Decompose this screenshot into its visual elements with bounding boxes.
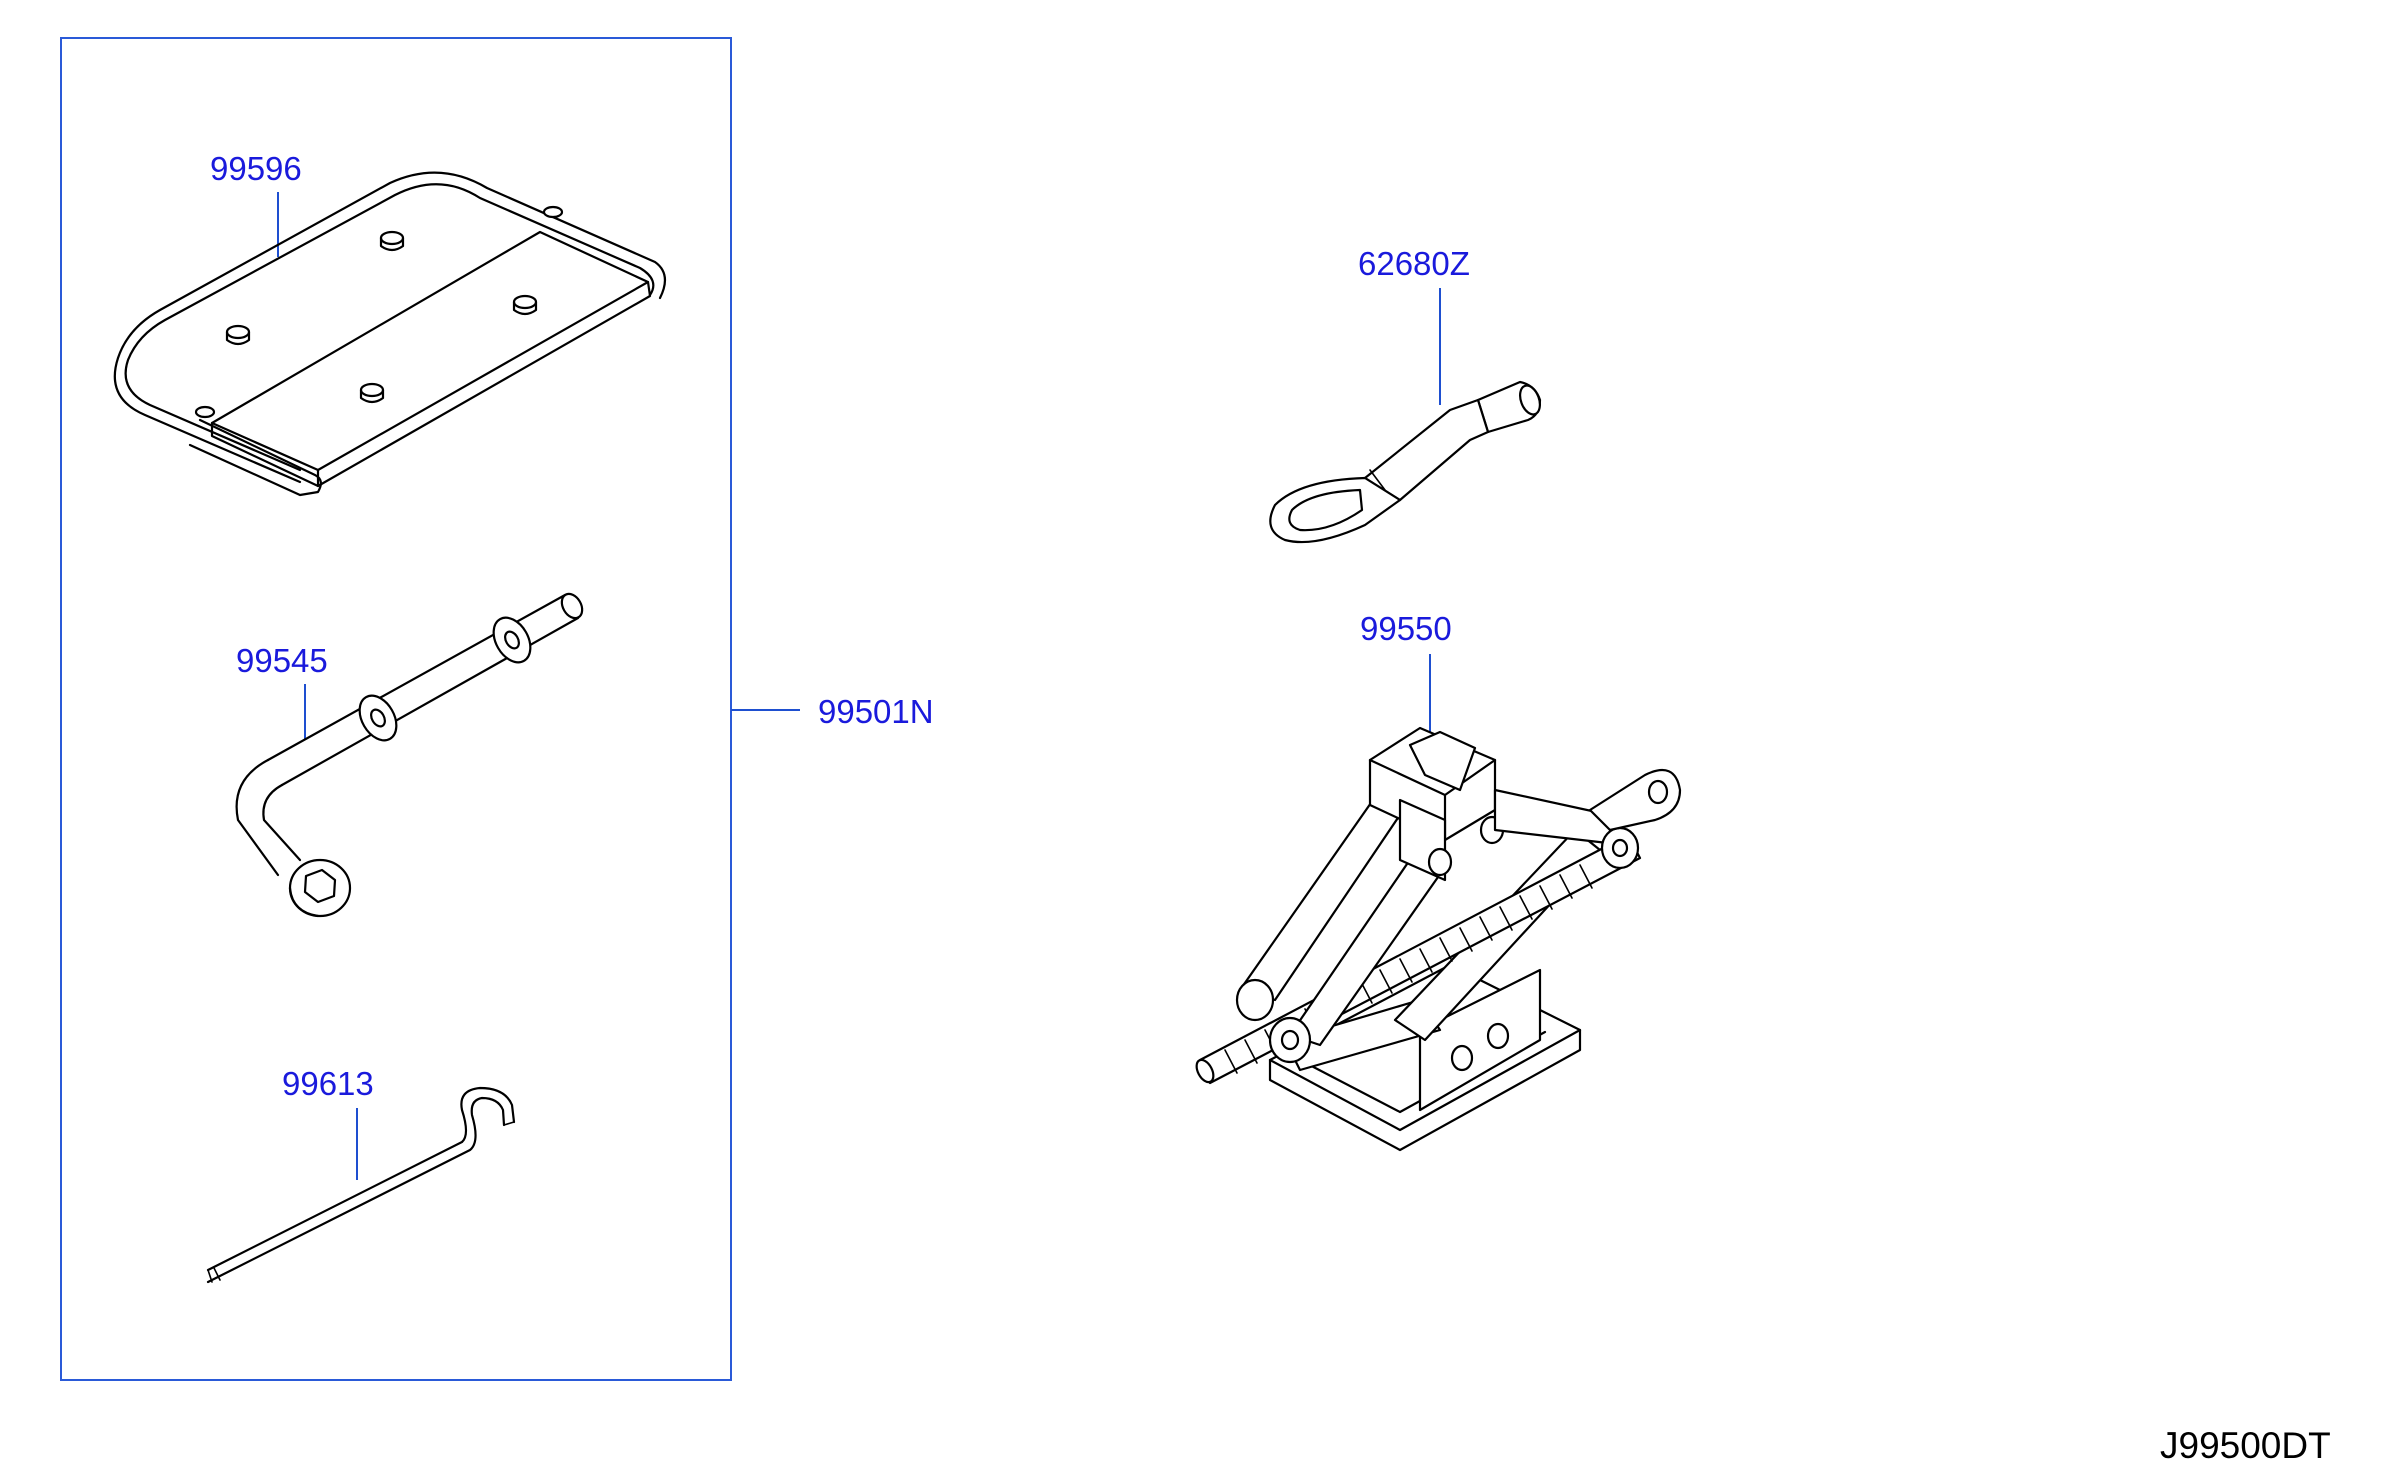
part-number-label[interactable]: 99550 <box>1360 610 1452 647</box>
part-number-label[interactable]: 99596 <box>210 150 302 187</box>
part-99596[interactable]: 99596 <box>113 150 667 497</box>
kit-group-label[interactable]: 99501N <box>818 693 934 730</box>
part-number-label[interactable]: 99545 <box>236 642 328 679</box>
wheel-nut-wrench-icon <box>235 592 584 918</box>
part-number-label[interactable]: 62680Z <box>1358 245 1470 282</box>
jack-handle-rod-icon <box>206 1086 516 1284</box>
part-62680Z[interactable]: 62680Z <box>1269 245 1543 544</box>
part-99545[interactable]: 99545 <box>235 590 586 918</box>
diagram-code: J99500DT <box>2160 1425 2331 1466</box>
tow-hook-icon <box>1269 380 1542 544</box>
scissor-jack-icon <box>1195 726 1682 1152</box>
part-99613[interactable]: 99613 <box>206 1065 516 1284</box>
part-number-label[interactable]: 99613 <box>282 1065 374 1102</box>
part-99550[interactable]: 99550 <box>1193 610 1682 1152</box>
tool-tray-icon <box>113 171 667 497</box>
